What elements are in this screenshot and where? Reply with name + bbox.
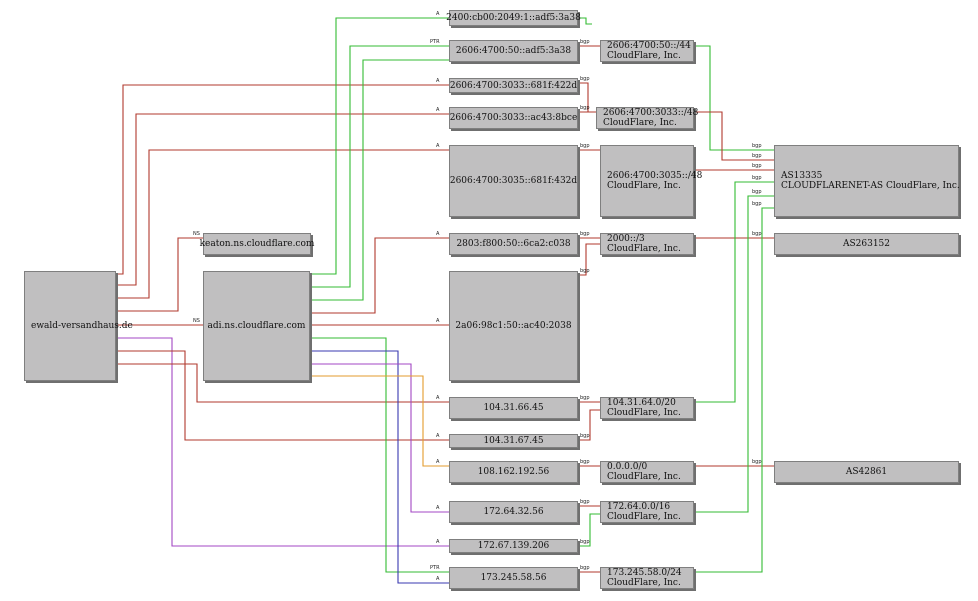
edge-label: bgp [752, 153, 762, 159]
edge-label: bgp [580, 268, 590, 274]
edge-label: A [436, 318, 440, 324]
edge-label: bgp [752, 189, 762, 195]
node-prefix-6[interactable]: 0.0.0.0/0 CloudFlare, Inc. [600, 461, 694, 483]
edge-label: bgp [580, 433, 590, 439]
edge-line-28 [578, 513, 600, 547]
edge-label: A [436, 459, 440, 465]
edge-label: bgp [580, 76, 590, 82]
node-ewald[interactable]: ewald-versandhaus.de [24, 271, 133, 381]
edge-label: bgp [752, 459, 762, 465]
edge-line-10 [310, 45, 449, 288]
edge-label: bgp [752, 175, 762, 181]
edge-label: A [436, 395, 440, 401]
node-ip6-5[interactable]: 2606:4700:3035::681f:432d [449, 145, 578, 217]
node-prefix-1[interactable]: 2606:4700:50::/44 CloudFlare, Inc. [600, 40, 694, 62]
edge-label: bgp [752, 163, 762, 169]
edge-label: A [436, 539, 440, 545]
node-as263152[interactable]: AS263152 [774, 233, 959, 255]
edge-label: A [436, 433, 440, 439]
edge-line-15 [310, 350, 449, 584]
edges [116, 17, 774, 584]
edge-line-37 [694, 195, 774, 513]
edge-label: bgp [580, 105, 590, 111]
node-ip6-6[interactable]: 2803:f800:50::6ca2:c038 [449, 233, 578, 255]
node-as42861[interactable]: AS42861 [774, 461, 959, 483]
node-prefix-3[interactable]: 2606:4700:3035::/48 CloudFlare, Inc. [600, 145, 702, 217]
edge-line-25 [578, 409, 600, 441]
edge-line-14 [310, 337, 449, 573]
edge-line-2 [116, 113, 449, 286]
edge-label: bgp [752, 231, 762, 237]
edge-label: bgp [580, 565, 590, 571]
edge-label: A [436, 143, 440, 149]
edge-label: PTR [430, 565, 440, 571]
node-ip6-1[interactable]: 2400:cb00:2049:1::adf5:3a38 [446, 10, 581, 26]
edge-line-4 [116, 237, 203, 312]
edge-label: bgp [580, 459, 590, 465]
node-ip6-7[interactable]: 2a06:98c1:50::ac40:2038 [449, 271, 578, 381]
node-prefix-4[interactable]: 2000::/3 CloudFlare, Inc. [600, 233, 694, 255]
edge-label: NS [193, 318, 200, 324]
edge-label: bgp [752, 143, 762, 149]
edge-label: NS [193, 231, 200, 237]
edge-label: A [436, 231, 440, 237]
node-ip4-5[interactable]: 172.67.139.206 [449, 539, 578, 553]
edge-label: bgp [752, 201, 762, 207]
edge-line-1 [116, 84, 449, 275]
node-prefix-5[interactable]: 104.31.64.0/20 CloudFlare, Inc. [600, 397, 694, 419]
edge-line-7 [116, 350, 449, 441]
edge-label: A [436, 11, 440, 17]
edge-line-9 [310, 17, 449, 275]
edge-label: A [436, 505, 440, 511]
edge-line-8 [116, 363, 449, 403]
node-prefix-7[interactable]: 172.64.0.0/16 CloudFlare, Inc. [600, 501, 694, 523]
edge-line-16 [310, 363, 449, 513]
node-ip6-4[interactable]: 2606:4700:3033::ac43:8bce [449, 107, 578, 129]
edge-line-23 [578, 243, 600, 276]
edge-line-6 [116, 337, 449, 547]
edge-line-17 [310, 375, 449, 467]
node-ip4-2[interactable]: 104.31.67.45 [449, 434, 578, 448]
node-prefix-8[interactable]: 173.245.58.0/24 CloudFlare, Inc. [600, 567, 694, 589]
edge-label: bgp [580, 499, 590, 505]
edge-line-32 [694, 111, 774, 161]
node-ip6-3[interactable]: 2606:4700:3033::681f:422d [449, 78, 578, 93]
edge-label: bgp [580, 39, 590, 45]
edge-label: A [436, 107, 440, 113]
edge-label: bgp [580, 539, 590, 545]
node-ip4-1[interactable]: 104.31.66.45 [449, 397, 578, 419]
node-as13335[interactable]: AS13335 CLOUDFLARENET-AS CloudFlare, Inc… [774, 145, 960, 217]
node-ip4-6[interactable]: 173.245.58.56 [449, 567, 578, 589]
node-adi[interactable]: adi.ns.cloudflare.com [203, 271, 310, 381]
edge-label: bgp [580, 231, 590, 237]
edge-label: bgp [580, 395, 590, 401]
edge-label: A [436, 78, 440, 84]
edge-label: bgp [580, 143, 590, 149]
edge-line-3 [116, 149, 449, 299]
edge-label: A [436, 576, 440, 582]
node-ip4-4[interactable]: 172.64.32.56 [449, 501, 578, 523]
edge-line-11 [310, 59, 449, 301]
node-keaton[interactable]: keaton.ns.cloudflare.com [200, 233, 314, 255]
node-prefix-2[interactable]: 2606:4700:3033::/48 CloudFlare, Inc. [596, 107, 698, 129]
edge-line-30 [578, 17, 592, 25]
edge-label: PTR [430, 39, 440, 45]
edge-line-38 [694, 207, 774, 573]
node-ip6-2[interactable]: 2606:4700:50::adf5:3a38 [449, 40, 578, 62]
edge-line-35 [694, 181, 774, 403]
edge-line-31 [694, 45, 774, 151]
edge-line-12 [310, 237, 449, 314]
node-ip4-3[interactable]: 108.162.192.56 [449, 461, 578, 483]
